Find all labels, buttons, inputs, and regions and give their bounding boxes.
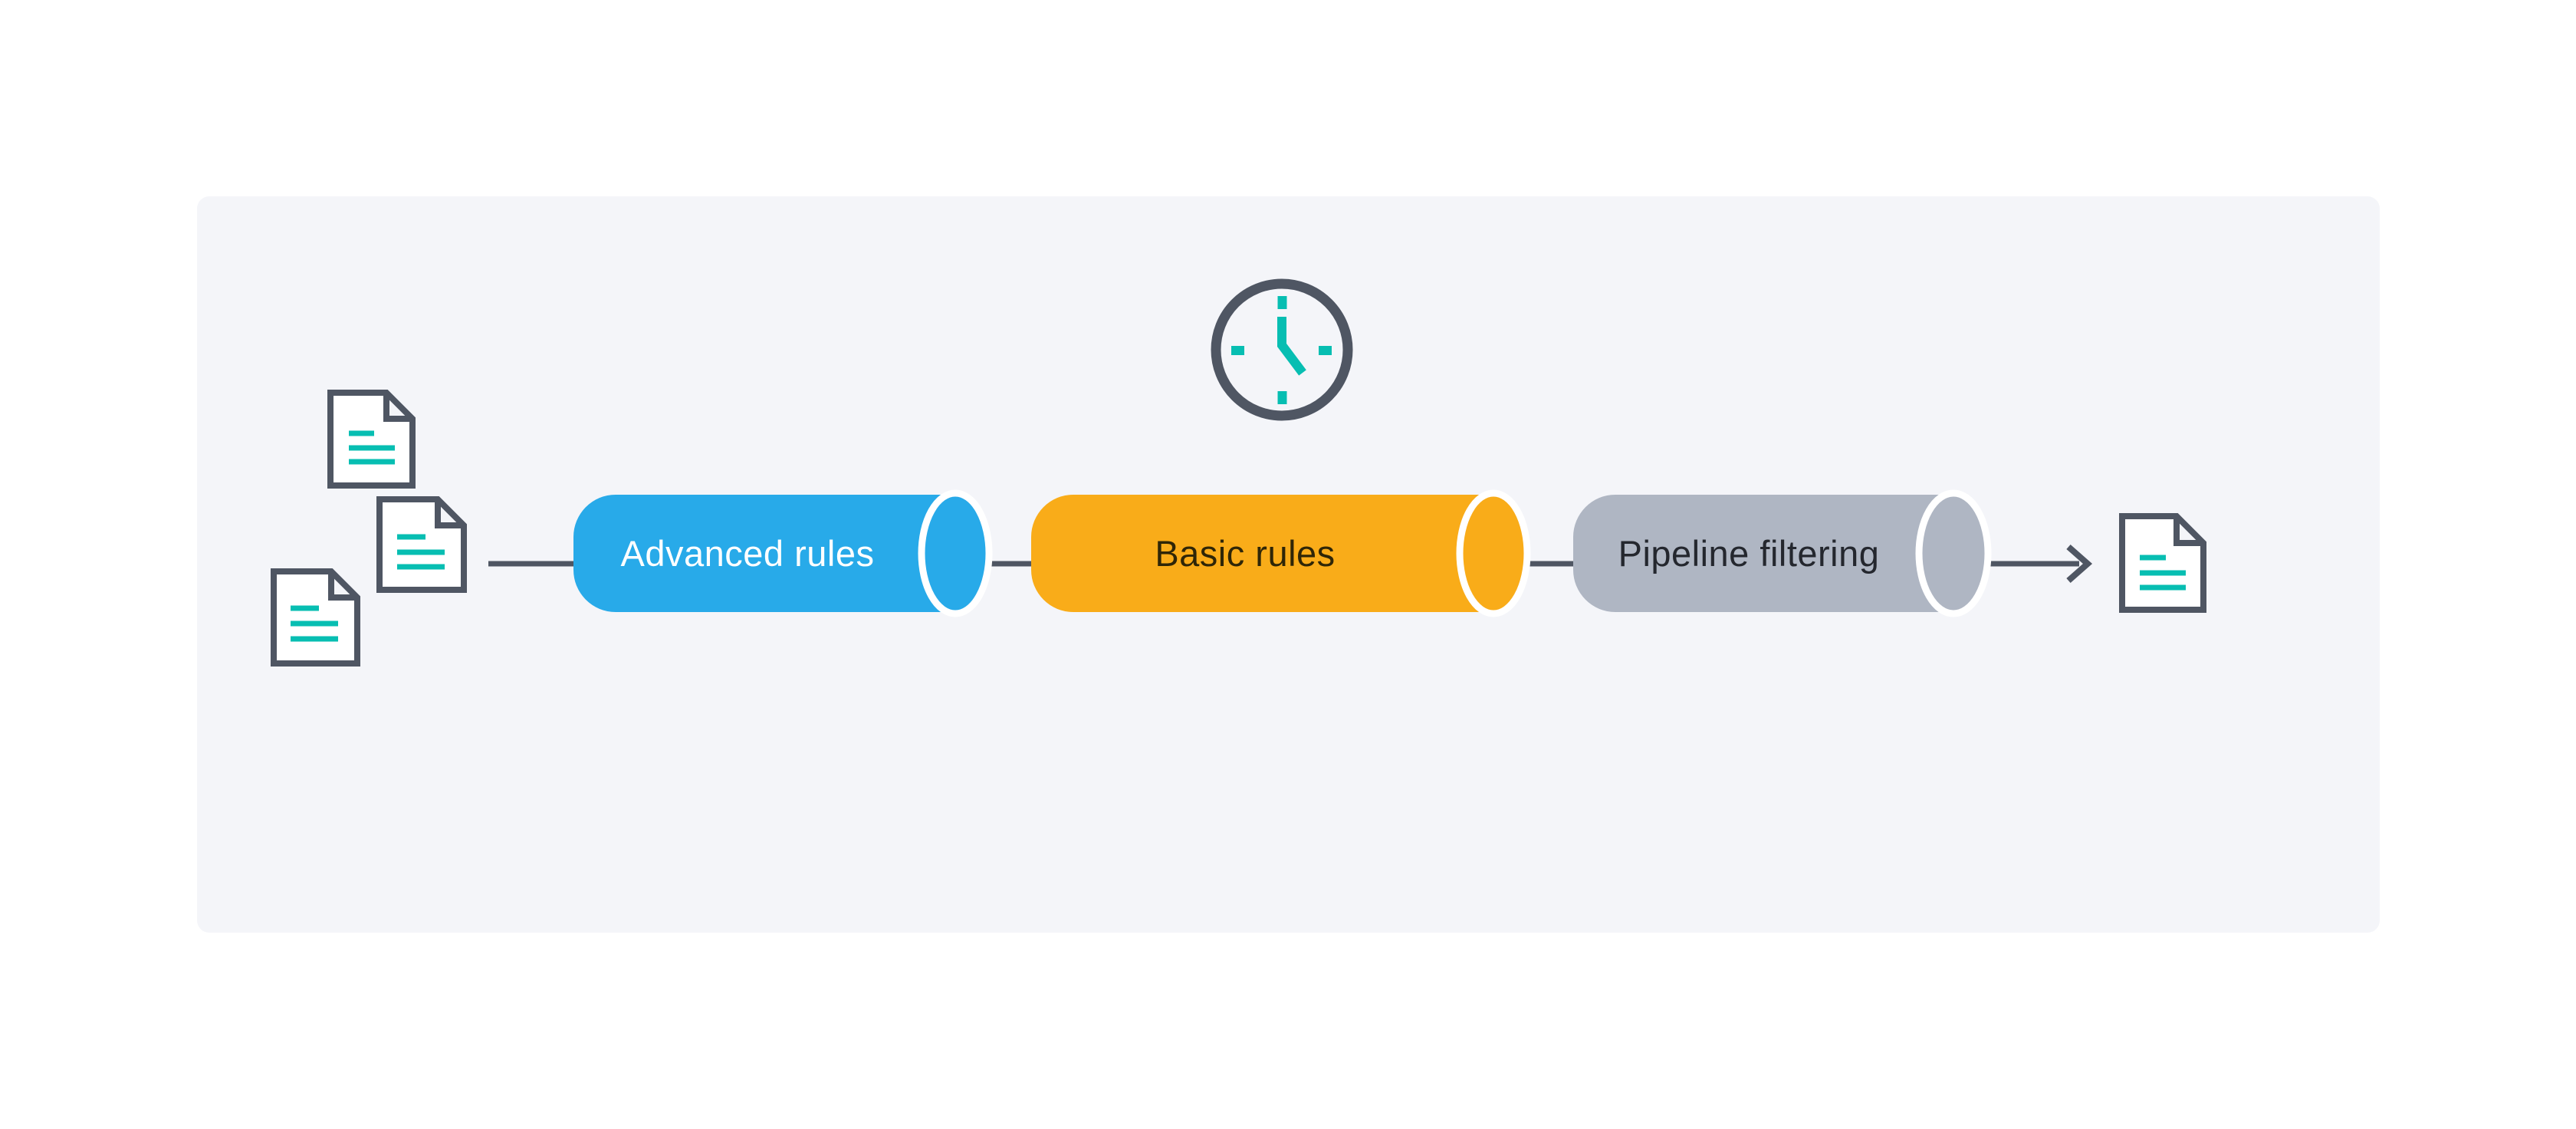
cylinder-body bbox=[1573, 495, 1953, 612]
document-outline bbox=[376, 496, 467, 593]
document-icon bbox=[271, 568, 360, 667]
stage-pipeline-filtering: Pipeline filtering bbox=[1573, 489, 1992, 617]
stage-label: Pipeline filtering bbox=[1618, 533, 1880, 574]
stage-basic-rules: Basic rules bbox=[1031, 489, 1531, 617]
stage-label: Advanced rules bbox=[621, 533, 875, 574]
cylinder-cap bbox=[918, 489, 993, 617]
document-outline bbox=[271, 568, 360, 667]
arrow-right-icon bbox=[2066, 544, 2093, 584]
stage-advanced-rules: Advanced rules bbox=[573, 489, 993, 617]
document-text-lines bbox=[291, 605, 338, 642]
document-text-lines bbox=[2140, 555, 2186, 591]
cylinder-body bbox=[573, 495, 955, 612]
clock-face bbox=[1211, 278, 1353, 421]
cylinder-body bbox=[1031, 495, 1493, 612]
document-icon bbox=[2119, 513, 2206, 613]
document-outline bbox=[2119, 513, 2206, 613]
clock-hands bbox=[1277, 317, 1306, 376]
clock-icon bbox=[1211, 278, 1353, 421]
output-document bbox=[2119, 513, 2206, 613]
stage-label: Basic rules bbox=[1155, 533, 1335, 574]
document-icon bbox=[376, 496, 467, 593]
document-outline bbox=[327, 390, 416, 489]
clock-ticks bbox=[1231, 296, 1332, 404]
cylinder-cap bbox=[1915, 489, 1992, 617]
document-text-lines bbox=[397, 534, 445, 570]
document-text-lines bbox=[349, 430, 395, 465]
document-icon bbox=[327, 390, 416, 489]
cylinder-cap bbox=[1456, 489, 1531, 617]
input-documents bbox=[271, 390, 467, 667]
